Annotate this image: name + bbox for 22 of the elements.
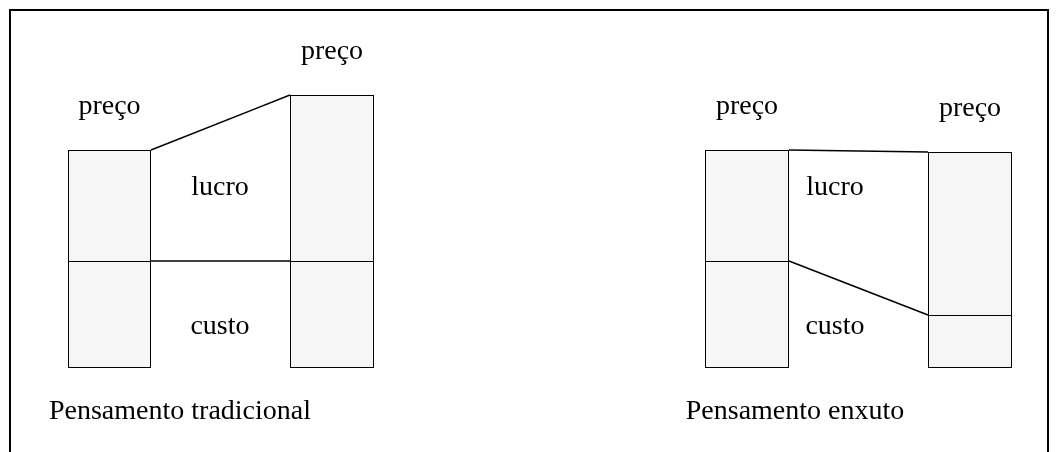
connector-line <box>788 260 929 316</box>
bar-segment <box>290 261 374 368</box>
bar-segment <box>928 152 1012 317</box>
bar-segment <box>928 315 1012 368</box>
bar-caption: preço <box>78 89 141 121</box>
connector-line <box>788 149 929 153</box>
bar-segment <box>705 261 789 368</box>
bar-segment <box>68 150 151 263</box>
bar-caption: preço <box>715 89 779 121</box>
connector-line <box>150 94 291 151</box>
caption-text: Pensamento enxuto <box>685 394 905 426</box>
bar-segment <box>705 150 789 263</box>
region-label: lucro <box>191 170 249 202</box>
region-label: custo <box>190 309 250 341</box>
bar-caption: preço <box>938 91 1002 123</box>
connector-line <box>150 260 291 262</box>
bar-segment <box>68 261 151 368</box>
bar-segment <box>290 95 374 263</box>
region-label: lucro <box>806 170 864 202</box>
region-label: custo <box>805 309 865 341</box>
bar-caption: preço <box>300 34 364 66</box>
caption-text: Pensamento tradicional <box>49 394 311 426</box>
